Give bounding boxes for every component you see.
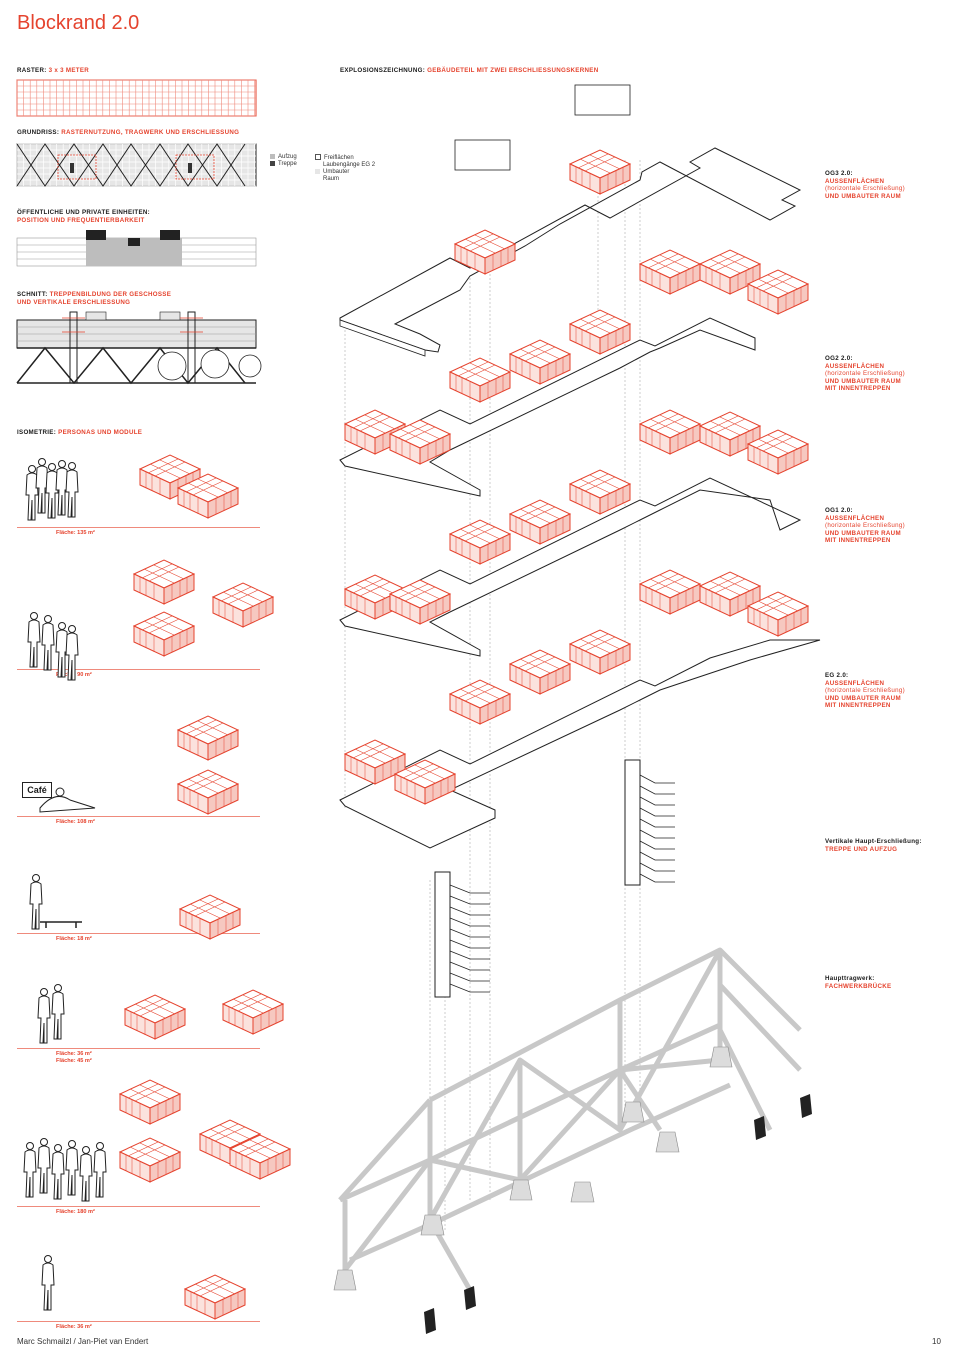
og2-annotation: OG2 2.0: AUSSENFLÄCHEN (horizontale Ersc… — [825, 355, 906, 392]
isometrie-heading: ISOMETRIE: PERSONAS UND MODULE — [17, 429, 142, 437]
area-label-7: Fläche: 180 m² — [56, 1209, 95, 1215]
module-18 — [179, 894, 241, 940]
einheiten-value: POSITION UND FREQUENTIERBARKEIT — [17, 216, 145, 224]
legend-core: Aufzug Treppe — [270, 154, 297, 168]
slab-og3 — [339, 84, 802, 357]
core-left — [434, 871, 490, 998]
slab-og1 — [339, 409, 809, 657]
slab-eg — [339, 569, 821, 849]
einheiten-heading: ÖFFENTLICHE UND PRIVATE EINHEITEN: POSIT… — [17, 209, 150, 224]
footer-authors: Marc Schmailzl / Jan-Piet van Endert — [17, 1337, 149, 1346]
page-number: 10 — [932, 1337, 941, 1346]
raster-value: 3 x 3 METER — [48, 67, 90, 74]
raster-label: RASTER: — [17, 67, 47, 74]
grundriss-heading: GRUNDRISS: RASTERNUTZUNG, TRAGWERK UND E… — [17, 129, 239, 137]
area-label-4: Fläche: 18 m² — [56, 936, 92, 942]
explosion-label: EXPLOSIONSZEICHNUNG: — [340, 67, 426, 74]
area-label-6: Fläche: 45 m² — [56, 1058, 92, 1064]
schnitt-heading: SCHNITT: TREPPENBILDUNG DER GESCHOSSE UN… — [17, 291, 171, 306]
grundriss-value: RASTERNUTZUNG, TRAGWERK UND ERSCHLIESSUN… — [61, 129, 240, 136]
persona-group-3 — [39, 787, 96, 813]
module-36b — [184, 1274, 246, 1320]
legend-item-aufzug: Aufzug — [270, 154, 297, 161]
umbauter-swatch — [315, 169, 320, 174]
freiflaechen-swatch — [315, 154, 321, 160]
isometrie-value: PERSONAS UND MODULE — [58, 429, 143, 436]
schnitt-section — [16, 311, 262, 385]
isometrie-label: ISOMETRIE: — [17, 429, 57, 436]
schnitt-label: SCHNITT: — [17, 291, 48, 298]
legend-item-raum: Raum — [323, 176, 340, 182]
einheiten-diagram — [16, 230, 257, 267]
page-title: Blockrand 2.0 — [17, 12, 140, 34]
separator-3 — [17, 816, 260, 817]
legend-item-treppe: Treppe — [270, 161, 297, 168]
persona-group-6 — [23, 1138, 107, 1202]
schnitt-value-1: TREPPENBILDUNG DER GESCHOSSE — [49, 291, 172, 298]
og3-annotation: OG3 2.0: AUSSENFLÄCHEN (horizontale Ersc… — [825, 170, 906, 200]
separator-4 — [17, 933, 260, 934]
module-135 — [139, 454, 239, 519]
truss-bridge — [338, 947, 802, 1292]
aufzug-swatch — [270, 154, 275, 159]
raster-heading: RASTER: 3 x 3 METER — [17, 67, 89, 75]
grundriss-plan — [16, 143, 257, 187]
legend-item-laubengaenge: Laubengänge EG 2 — [323, 162, 376, 168]
area-label-1: Fläche: 135 m² — [56, 530, 95, 536]
explosion-heading: EXPLOSIONSZEICHNUNG: GEBÄUDETEIL MIT ZWE… — [340, 67, 598, 75]
explosion-value: GEBÄUDETEIL MIT ZWEI ERSCHLIESSUNGSKERNE… — [427, 67, 599, 74]
projection-lines — [344, 160, 641, 1230]
area-label-3: Fläche: 108 m² — [56, 819, 95, 825]
persona-group-7 — [41, 1255, 55, 1311]
vertikal-annotation: Vertikale Haupt-Erschließung: TREPPE UND… — [825, 838, 922, 853]
separator-6 — [17, 1206, 260, 1207]
eg-annotation: EG 2.0: AUSSENFLÄCHEN (horizontale Ersch… — [825, 672, 906, 709]
module-36-45 — [124, 989, 284, 1040]
legend-spaces: Freiflächen Laubengänge EG 2 Umbauter Ra… — [315, 154, 375, 183]
legend-item-umbauter: Umbauter — [315, 169, 375, 176]
module-90 — [133, 559, 274, 657]
cafe-sign: Café — [22, 782, 52, 798]
core-right — [624, 759, 675, 886]
raster-grid — [16, 79, 257, 117]
separator-7 — [17, 1321, 260, 1322]
separator-2 — [17, 669, 260, 670]
slab-og2 — [339, 249, 809, 497]
persona-group-4 — [29, 874, 82, 930]
grundriss-label: GRUNDRISS: — [17, 129, 60, 136]
truss-anchors — [424, 1094, 812, 1334]
module-180 — [119, 1079, 291, 1183]
persona-group-5 — [37, 984, 65, 1044]
treppe-swatch — [270, 161, 275, 166]
legend-item-freiflaechen: Freiflächen — [315, 154, 375, 162]
einheiten-label: ÖFFENTLICHE UND PRIVATE EINHEITEN: — [17, 209, 151, 216]
og1-annotation: OG1 2.0: AUSSENFLÄCHEN (horizontale Ersc… — [825, 507, 906, 544]
tragwerk-annotation: Haupttragwerk: FACHWERKBRÜCKE — [825, 975, 892, 990]
separator-1 — [17, 527, 260, 528]
schnitt-value-2: UND VERTIKALE ERSCHLIESSUNG — [17, 298, 131, 306]
area-label-5: Fläche: 36 m² — [56, 1051, 92, 1057]
persona-group-2 — [27, 612, 79, 681]
truss-footings — [333, 1046, 733, 1291]
persona-group-1 — [25, 458, 79, 521]
separator-5 — [17, 1048, 260, 1049]
module-108 — [177, 715, 239, 815]
area-label-8: Fläche: 36 m² — [56, 1324, 92, 1330]
